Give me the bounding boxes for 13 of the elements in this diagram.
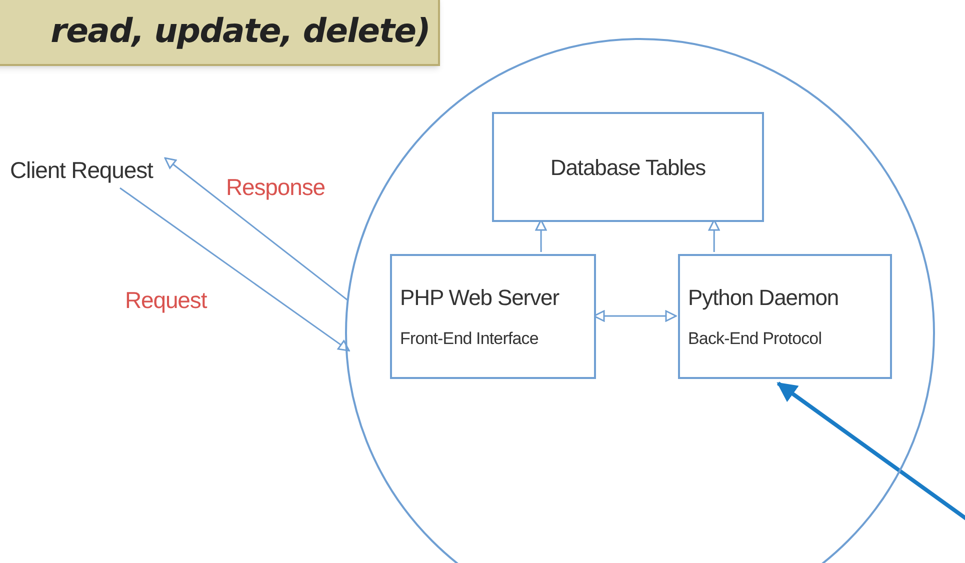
component-box [492, 112, 764, 222]
box-title: Database Tables [550, 154, 706, 182]
box-subtitle: Front-End Interface [400, 328, 540, 350]
component-box [390, 254, 596, 379]
box-title: PHP Web Server [400, 284, 560, 312]
arrow [120, 187, 350, 352]
callout-text: read, update, delete) [50, 10, 430, 52]
box-title: Python Daemon [688, 284, 840, 312]
callout-box [0, 0, 440, 66]
arrow [164, 157, 348, 301]
box-subtitle: Back-End Protocol [688, 328, 823, 350]
component-box [678, 254, 892, 379]
client-label: Client Request [10, 152, 180, 188]
